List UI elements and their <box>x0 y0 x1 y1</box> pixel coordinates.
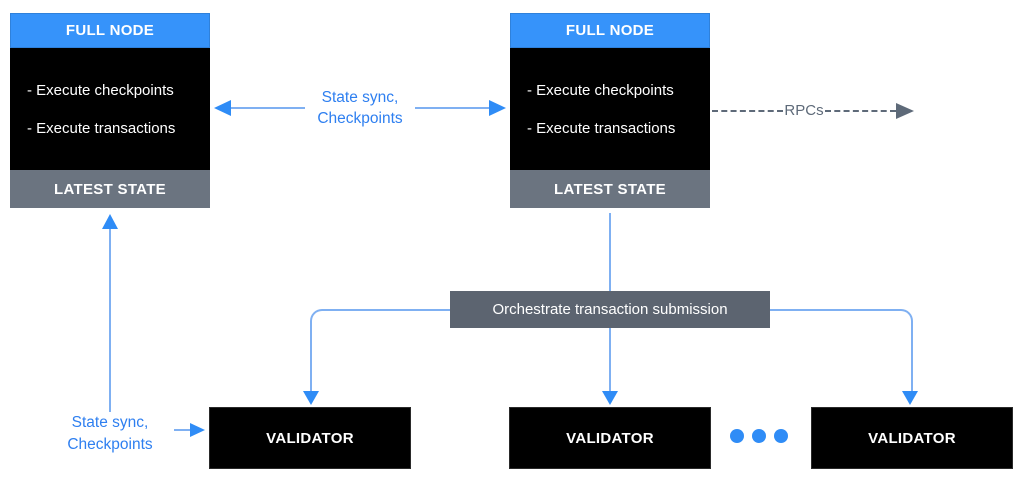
state-sync-bottom-line1: State sync, <box>71 414 149 431</box>
state-sync-up-line <box>109 229 111 412</box>
validator-2: VALIDATOR <box>510 408 710 468</box>
full-node-right-header: FULL NODE <box>510 13 710 48</box>
orchestrate-left-elbow <box>310 309 452 393</box>
full-node-left-footer: LATEST STATE <box>10 170 210 208</box>
full-node-left-item-1: - Execute checkpoints <box>27 81 174 99</box>
arrow-up-icon <box>102 214 118 229</box>
state-sync-top-line1: State sync, <box>321 89 399 106</box>
full-node-left: FULL NODE - Execute checkpoints - Execut… <box>10 13 210 208</box>
arrow-left-icon <box>214 100 231 116</box>
full-node-right-item-2: - Execute transactions <box>527 119 676 137</box>
validator-1: VALIDATOR <box>210 408 410 468</box>
full-node-right-footer: LATEST STATE <box>510 170 710 208</box>
arrow-down-mid-icon <box>602 391 618 405</box>
orchestrate-right-elbow <box>770 309 913 393</box>
full-node-right-item-1: - Execute checkpoints <box>527 81 674 99</box>
state-sync-top-line2: Checkpoints <box>317 110 403 127</box>
ellipsis-dot-icon <box>730 429 744 443</box>
rpcs-arrow: RPCs <box>712 101 915 121</box>
validator-3: VALIDATOR <box>812 408 1012 468</box>
arrow-right-small-icon <box>190 423 205 437</box>
state-sync-bottom-line2: Checkpoints <box>67 436 153 453</box>
arrow-down-left-icon <box>303 391 319 405</box>
orchestrate-box: Orchestrate transaction submission <box>450 291 770 328</box>
rpcs-dash-right <box>824 110 897 112</box>
rpcs-dash-left <box>712 110 784 112</box>
state-sync-bottom-label: State sync, Checkpoints <box>46 412 174 456</box>
state-sync-top-label: State sync, Checkpoints <box>305 87 415 129</box>
ellipsis-dot-icon <box>774 429 788 443</box>
rpcs-arrowhead-icon <box>896 103 915 119</box>
state-sync-bottom-line <box>158 429 192 431</box>
arrow-down-right-icon <box>902 391 918 405</box>
ellipsis-dot-icon <box>752 429 766 443</box>
full-node-left-item-2: - Execute transactions <box>27 119 176 137</box>
full-node-right-body: - Execute checkpoints - Execute transact… <box>510 48 710 170</box>
rpcs-label: RPCs <box>784 102 824 119</box>
full-node-right: FULL NODE - Execute checkpoints - Execut… <box>510 13 710 208</box>
full-node-left-header: FULL NODE <box>10 13 210 48</box>
arrow-right-icon <box>489 100 506 116</box>
full-node-left-body: - Execute checkpoints - Execute transact… <box>10 48 210 170</box>
